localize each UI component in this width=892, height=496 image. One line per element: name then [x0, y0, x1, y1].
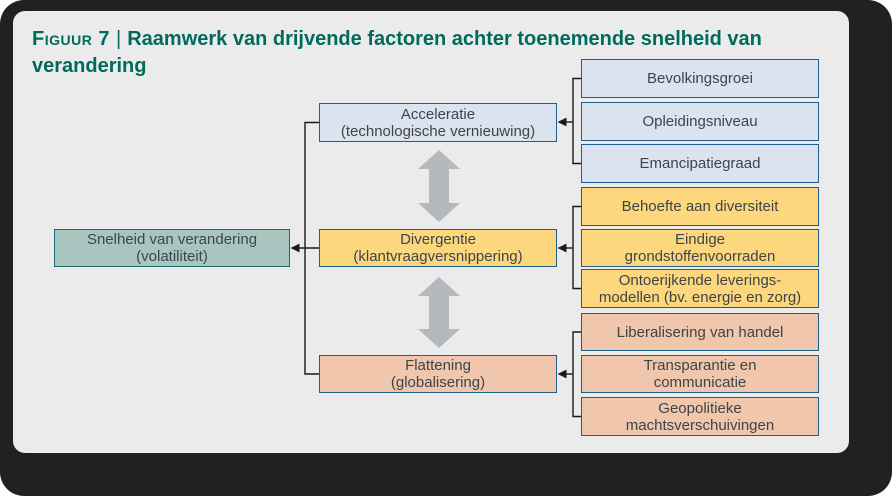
driver-box-bevolkingsgroei: Bevolkingsgroei — [581, 59, 819, 98]
box-label-line: Ontoerijkende leverings- — [618, 271, 782, 289]
box-label-line: Behoefte aan diversiteit — [621, 198, 779, 215]
box-label-line: Snelheid van verandering — [86, 231, 258, 248]
box-label-line: Emancipatiegraad — [639, 155, 761, 172]
outcome-box-snelheid-van-verandering: Snelheid van verandering (volatiliteit) — [54, 229, 290, 267]
box-label-line: Transparantie en — [643, 357, 757, 374]
box-label-line: Flattening — [405, 357, 471, 374]
box-label-line: Divergentie — [400, 231, 476, 248]
driver-box-geopolitieke-machtsverschuivingen: Geopolitieke machtsverschuivingen — [581, 397, 819, 436]
driver-box-liberalisering-van-handel: Liberalisering van handel — [581, 313, 819, 351]
driver-box-behoefte-aan-diversiteit: Behoefte aan diversiteit — [581, 187, 819, 226]
figure-title-text: Raamwerk van drijvende factoren achter t… — [32, 28, 762, 77]
box-label-line: modellen (bv. energie en zorg) — [598, 288, 802, 306]
figure-title: Figuur 7|Raamwerk van drijvende factoren… — [32, 26, 827, 80]
mechanism-box-flattening: Flattening (globalisering) — [319, 355, 557, 393]
box-label-line: (klantvraagversnippering) — [353, 248, 523, 265]
box-label-line: communicatie — [653, 374, 747, 391]
box-label-line: Bevolkingsgroei — [647, 70, 753, 87]
driver-box-transparantie-en-communicatie: Transparantie en communicatie — [581, 355, 819, 393]
driver-box-emancipatiegraad: Emancipatiegraad — [581, 144, 819, 183]
box-label-line: Liberalisering van handel — [616, 323, 784, 341]
figure-label: Figuur 7 — [32, 28, 111, 50]
box-label-line: machtsverschuivingen — [625, 416, 775, 434]
driver-box-opleidingsniveau: Opleidingsniveau — [581, 102, 819, 141]
box-label-line: Opleidingsniveau — [642, 113, 758, 130]
mechanism-box-acceleratie: Acceleratie (technologische vernieuwing) — [319, 103, 557, 142]
box-label-line: grondstoffenvoorraden — [624, 248, 776, 265]
box-label-line: Geopolitieke — [658, 399, 742, 417]
box-label-line: Acceleratie — [400, 105, 476, 123]
mechanism-box-divergentie: Divergentie (klantvraagversnippering) — [319, 229, 557, 267]
box-label-line: Eindige — [674, 231, 726, 248]
driver-box-eindige-grondstoffenvoorraden: Eindige grondstoffenvoorraden — [581, 229, 819, 267]
box-label-line: (globalisering) — [390, 374, 486, 391]
box-label-line: (volatiliteit) — [136, 248, 208, 265]
driver-box-ontoerijkende-leveringsmodellen: Ontoerijkende leverings- modellen (bv. e… — [581, 269, 819, 308]
box-label-line: (technologische vernieuwing) — [340, 122, 536, 140]
figure-separator: | — [116, 28, 122, 50]
